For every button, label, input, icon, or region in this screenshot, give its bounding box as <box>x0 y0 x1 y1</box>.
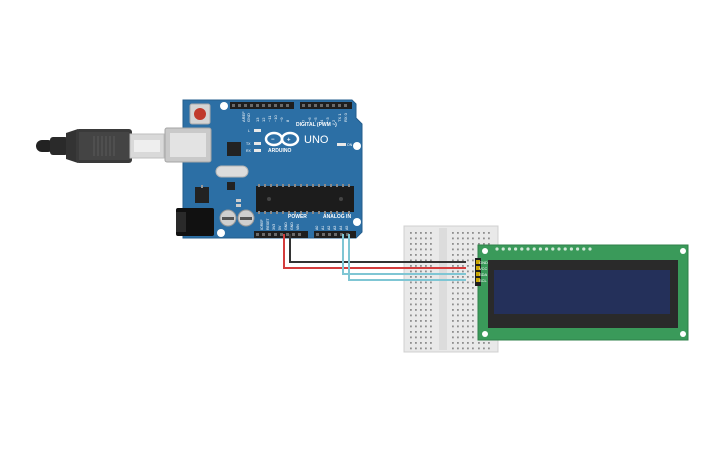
pin-label-aref: AREF <box>241 111 246 122</box>
wire-scl <box>348 234 466 281</box>
mounting-hole <box>353 142 361 150</box>
lcd-pin-sda: SDA <box>479 272 488 277</box>
pin-label-reset: RESET <box>266 217 270 230</box>
power-analog-header[interactable] <box>254 231 356 238</box>
lcd-pin-gnd: GND <box>479 260 488 265</box>
digital-header-label: DIGITAL (PWM ~) <box>296 122 337 128</box>
digital-header[interactable] <box>230 102 352 109</box>
digital-pin-label: ~5 <box>313 117 318 122</box>
pin-label-a4: A4 <box>339 226 343 230</box>
led-tx: TX <box>246 142 261 146</box>
svg-text:RX: RX <box>246 149 252 153</box>
svg-text:ON: ON <box>347 143 353 147</box>
digital-pin-label: RX 0 <box>343 112 348 122</box>
atmega-microcontroller <box>256 184 354 214</box>
digital-pin-label: ~11 <box>267 115 272 122</box>
wire-gnd <box>289 234 466 263</box>
wire-sda <box>342 234 466 275</box>
crystal-oscillator <box>215 165 249 178</box>
pin-label-gnd-top: GND <box>246 113 251 122</box>
pin-label-gnd-1: GND <box>284 222 288 230</box>
pin-label-3v3: 3V3 <box>272 224 276 230</box>
pin-label-a0: A0 <box>315 226 319 230</box>
arduino-brand-text: ARDUINO <box>268 148 291 154</box>
digital-pin-label: ~6 <box>307 117 312 122</box>
voltage-regulator <box>195 187 209 203</box>
mounting-hole <box>217 229 225 237</box>
digital-pin-label: 13 <box>255 117 260 122</box>
pin-label-ioref: IOREF <box>260 219 264 230</box>
small-chip <box>227 182 235 190</box>
reset-button[interactable] <box>189 103 211 125</box>
lcd-pin-scl: SCL <box>479 278 488 283</box>
lcd-screen <box>494 270 670 314</box>
pin-label-a5: A5 <box>345 226 349 230</box>
svg-text:TX: TX <box>246 142 251 146</box>
pin-label-vin: VIN <box>296 224 300 230</box>
digital-pin-label: 12 <box>261 117 266 122</box>
svg-text:L: L <box>248 129 250 133</box>
wire-5v <box>283 234 466 269</box>
lcd-pin-vcc: VCC <box>479 266 488 271</box>
digital-pin-label: 2 <box>331 119 336 122</box>
capacitor <box>237 209 255 227</box>
pin-label-a3: A3 <box>333 226 337 230</box>
digital-pin-label: 8 <box>285 119 290 122</box>
digital-pin-label: ~3 <box>325 117 330 122</box>
usb-cable-icon[interactable] <box>36 129 165 163</box>
wires[interactable] <box>283 234 466 281</box>
digital-pin-label: 7 <box>301 119 306 122</box>
power-header-label: POWER <box>288 214 307 220</box>
digital-pin-label: TX 1 <box>337 113 342 122</box>
uno-logo-text: UNO <box>304 134 329 146</box>
dc-power-jack[interactable] <box>176 208 214 236</box>
lcd-i2c-module[interactable]: GND VCC SDA SCL <box>475 244 689 341</box>
led-on: ON <box>337 143 353 147</box>
mounting-hole <box>353 218 361 226</box>
digital-pin-label: ~9 <box>279 117 284 122</box>
svg-text:+: + <box>287 138 291 144</box>
pin-label-5v: 5V <box>278 225 282 230</box>
usb-chip <box>227 142 241 156</box>
led-l: L <box>248 129 261 133</box>
pin-label-a1: A1 <box>321 226 325 230</box>
arduino-infinity-logo-icon: − + <box>264 131 300 147</box>
digital-pin-label: 4 <box>319 119 324 122</box>
analog-header-label: ANALOG IN <box>323 214 351 220</box>
digital-pin-label: ~10 <box>273 114 278 122</box>
capacitor <box>219 209 237 227</box>
mounting-hole <box>220 102 228 110</box>
svg-text:−: − <box>271 137 275 143</box>
led-rx: RX <box>246 149 261 153</box>
pin-label-gnd-2: GND <box>290 222 294 230</box>
pin-label-a2: A2 <box>327 226 331 230</box>
